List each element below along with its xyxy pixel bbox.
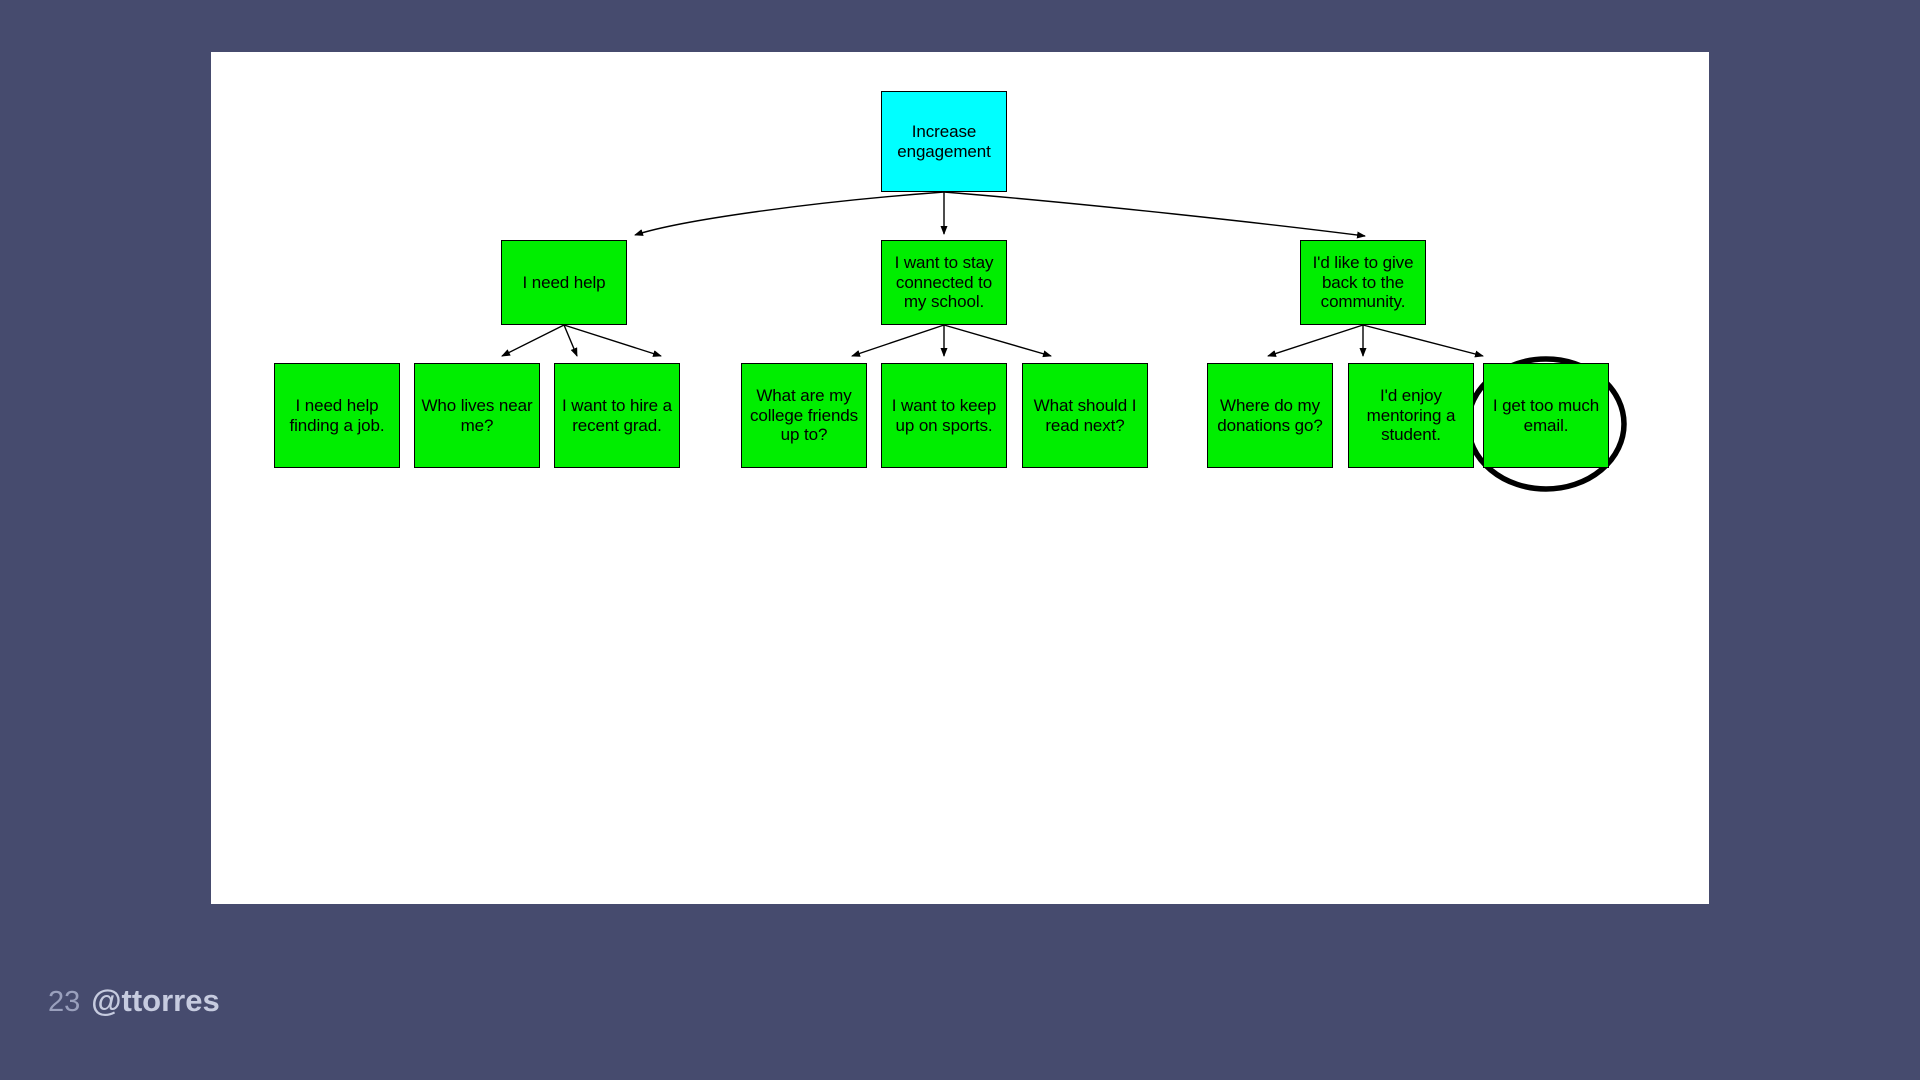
slide-footer: 23 @ttorres [48, 983, 220, 1019]
tree-node-label: I need help finding a job. [289, 395, 385, 435]
author-handle: @ttorres [91, 983, 220, 1018]
tree-node-label: What should I read next? [1033, 395, 1137, 435]
tree-node-opportunity-who-lives-near-me[interactable]: Who lives near me? [414, 363, 540, 468]
tree-node-label: I want to stay connected to my school. [894, 252, 994, 312]
tree-node-opportunity-too-much-email[interactable]: I get too much email. [1483, 363, 1609, 468]
tree-node-opportunity-keep-up-on-sports[interactable]: I want to keep up on sports. [881, 363, 1007, 468]
tree-node-label: I want to hire a recent grad. [562, 395, 672, 435]
branch1-arrows [501, 324, 662, 357]
tree-node-opportunity-donations-go[interactable]: Where do my donations go? [1207, 363, 1333, 468]
tree-node-label: I need help [522, 272, 606, 292]
tree-node-opportunity-what-should-i-read[interactable]: What should I read next? [1022, 363, 1148, 468]
tree-node-outcome-root[interactable]: Increase engagement [881, 91, 1007, 192]
tree-node-opportunity-mentoring-a-student[interactable]: I'd enjoy mentoring a student. [1348, 363, 1474, 468]
branch3-arrows [1267, 324, 1484, 358]
tree-node-opportunity-hire-recent-grad[interactable]: I want to hire a recent grad. [554, 363, 680, 468]
tree-node-opportunity-give-back[interactable]: I'd like to give back to the community. [1300, 240, 1426, 325]
tree-node-label: I get too much email. [1492, 395, 1600, 435]
slide-canvas: Increase engagement I need help I want t… [211, 52, 1709, 904]
tree-node-label: I'd like to give back to the community. [1312, 252, 1414, 312]
tree-node-label: Who lives near me? [421, 395, 533, 435]
tree-node-label: Increase engagement [897, 121, 991, 161]
root-to-level2-arrows [634, 191, 1366, 239]
tree-node-label: What are my college friends up to? [749, 385, 859, 445]
slide-number: 23 [48, 986, 81, 1018]
tree-node-opportunity-college-friends[interactable]: What are my college friends up to? [741, 363, 867, 468]
tree-node-label: Where do my donations go? [1217, 395, 1323, 435]
tree-node-opportunity-need-help[interactable]: I need help [501, 240, 627, 325]
branch2-arrows [851, 324, 1052, 358]
tree-node-opportunity-stay-connected[interactable]: I want to stay connected to my school. [881, 240, 1007, 325]
tree-node-label: I want to keep up on sports. [891, 395, 997, 435]
tree-node-opportunity-finding-a-job[interactable]: I need help finding a job. [274, 363, 400, 468]
tree-node-label: I'd enjoy mentoring a student. [1366, 385, 1456, 445]
